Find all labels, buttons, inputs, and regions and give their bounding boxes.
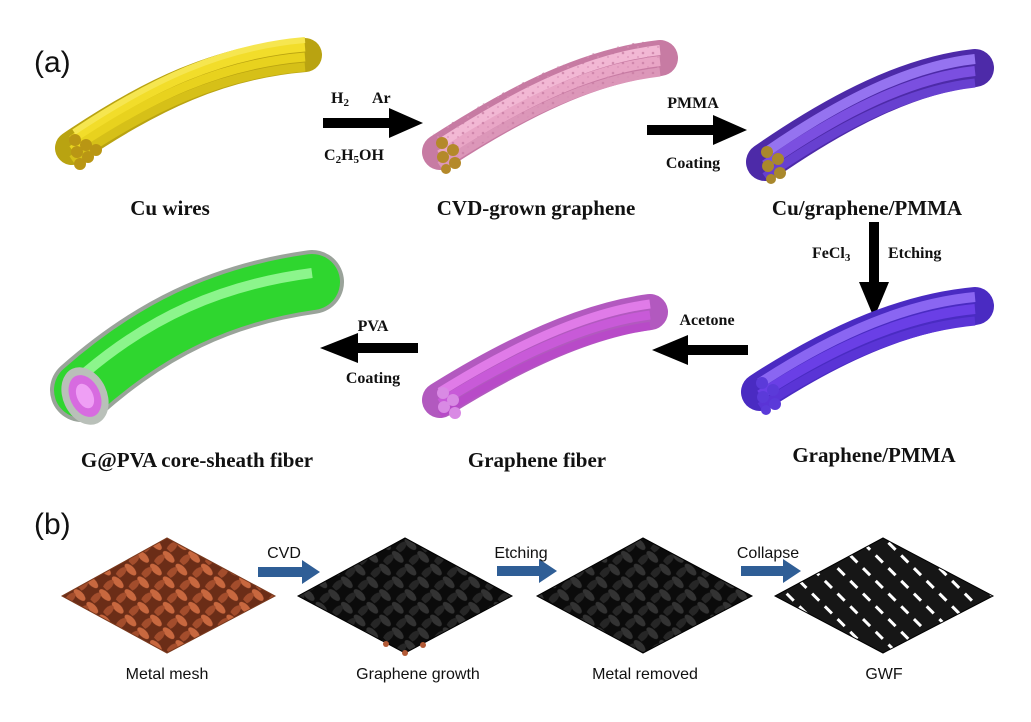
metal-mesh-image: [60, 537, 277, 654]
stage-cu-wires: Cu wires: [130, 196, 210, 220]
stage-gwf: GWF: [865, 666, 903, 683]
panel-b-label: (b): [34, 508, 71, 541]
step2-coating: Coating: [666, 155, 720, 172]
step3-etching: Etching: [888, 245, 941, 262]
stage-metal-mesh: Metal mesh: [126, 666, 209, 683]
gpva-fiber: [50, 250, 344, 425]
stage-graphene-fiber: Graphene fiber: [468, 448, 606, 472]
gwf-mesh: [773, 537, 995, 654]
stage-graphene-growth: Graphene growth: [356, 666, 480, 683]
graphene-pmma-bundle: [741, 287, 994, 415]
arrow-step-3: [859, 222, 889, 318]
stage-metal-removed: Metal removed: [592, 666, 698, 683]
stage-graphene-pmma: Graphene/PMMA: [792, 443, 956, 467]
arrow-step-5: [320, 333, 418, 363]
arrow-b-1: [258, 560, 320, 584]
arrow-b-3: [741, 559, 801, 583]
step1-h2: H2: [331, 90, 349, 109]
step2-pmma: PMMA: [667, 95, 719, 112]
arrow-step-2: [647, 115, 747, 145]
panel-a-label: (a): [34, 46, 71, 79]
step-b-collapse: Collapse: [737, 545, 799, 562]
step1-ethanol: C2H5OH: [324, 147, 384, 166]
stage-cu-graphene-pmma: Cu/graphene/PMMA: [772, 196, 963, 220]
cu-wires-bundle: [55, 37, 322, 170]
arrow-step-4: [652, 335, 748, 365]
step-b-cvd: CVD: [267, 545, 301, 562]
step3-fecl3: FeCl3: [812, 245, 851, 264]
cu-graphene-pmma-bundle: [746, 49, 994, 184]
step-b-etching: Etching: [494, 545, 547, 562]
arrow-b-2: [497, 559, 557, 583]
step5-coating: Coating: [346, 370, 400, 387]
stage-cvd-graphene: CVD-grown graphene: [437, 196, 636, 220]
step5-pva: PVA: [358, 318, 389, 335]
arrow-step-1: [323, 108, 423, 138]
copper-tip-1: [383, 641, 389, 647]
graphene-growth-mesh: [296, 537, 514, 654]
step1-ar: Ar: [372, 90, 391, 107]
stage-gpva-fiber: G@PVA core-sheath fiber: [81, 448, 313, 472]
step4-acetone: Acetone: [679, 312, 734, 329]
metal-removed-mesh: [535, 537, 754, 654]
copper-tip-3: [402, 650, 408, 656]
graphene-fiber-bundle: [422, 294, 668, 419]
cvd-graphene-bundle: [422, 39, 678, 174]
copper-tip-2: [420, 642, 426, 648]
